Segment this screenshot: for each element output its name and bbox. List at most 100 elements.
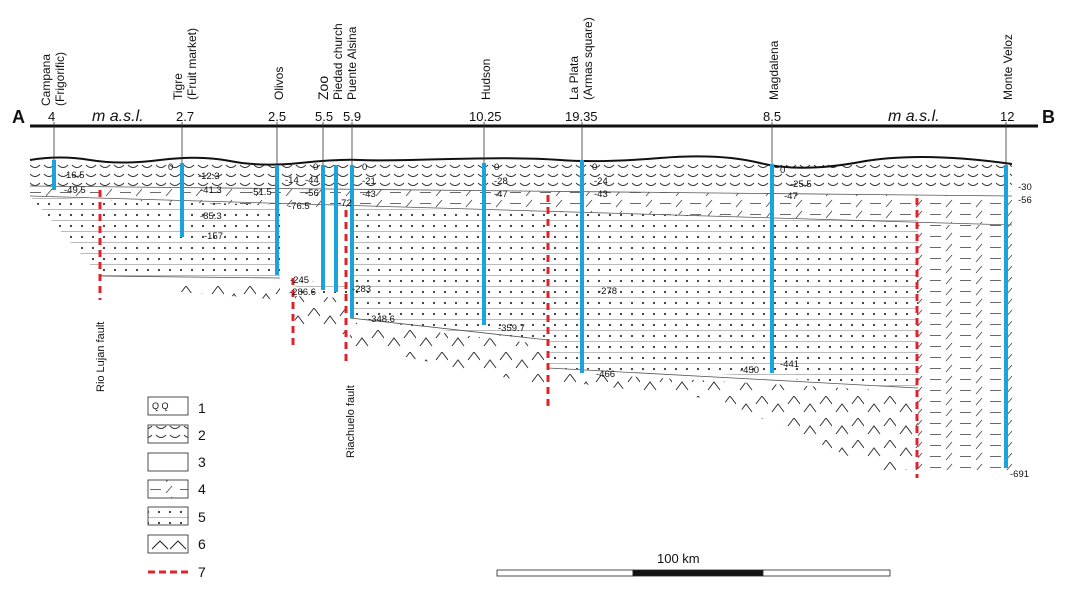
legend-num-5: 5 (198, 509, 206, 525)
section-end-b: B (1042, 107, 1055, 127)
site-name-campana: Campana (39, 54, 53, 106)
depth-campana-0: -49.5 (64, 185, 86, 196)
site-name-la-plata: La Plata (567, 56, 581, 100)
legend-num-1: 1 (198, 400, 206, 416)
depth-laplata-1: -43 (594, 189, 608, 200)
layer-6-olivos-fill (295, 296, 347, 335)
depth-puente-2: -283 (352, 284, 371, 295)
depth-magdalena-top: 0 (780, 165, 785, 176)
depth-olivos-2: -76.5 (288, 201, 310, 212)
depth-laplata-3: -466 (596, 369, 615, 380)
depth-monteveloz-0: -30 (1018, 182, 1032, 193)
depth-hudson-top: 0 (494, 162, 499, 173)
site-name2-campana: (Frigorific) (53, 52, 67, 106)
legend-swatch-4 (147, 479, 189, 499)
depth-olivos-1: -51.5 (250, 187, 272, 198)
scale-segment-1 (496, 569, 634, 577)
depth-laplata-top: 0 (592, 162, 597, 173)
depth-laplata-0: -24 (594, 176, 608, 187)
depth-puente-1: -43 (362, 189, 376, 200)
site-name-magdalena: Magdalena (767, 40, 781, 100)
layer-5-east-fill (548, 212, 918, 388)
site-name-monte-veloz: Monte Veloz (1001, 34, 1015, 100)
legend-num-6: 6 (198, 536, 206, 552)
site-name-piedad: Piedad church (331, 23, 345, 100)
depth-magdalena-2: -450 (740, 365, 759, 376)
site-ticks (53, 122, 1007, 165)
legend-swatch-6 (147, 534, 189, 554)
site-name-zoo: Zoo (315, 76, 331, 100)
depth-hudson-1: -47 (494, 189, 508, 200)
depth-tigre-0: -12.3 (198, 171, 220, 182)
elev-la-plata: 19.35 (565, 109, 598, 124)
scale-bar: 100 km (496, 551, 891, 577)
site-name-olivos: Olivos (272, 67, 286, 100)
depth-piedad-0: -72 (338, 198, 352, 209)
legend-num-7: 7 (198, 564, 206, 580)
depth-tigre-3: -157 (204, 231, 223, 242)
depth-zoo-0: -44 (305, 175, 319, 186)
scale-segment-3 (762, 569, 891, 577)
depth-hudson-0: -28 (494, 176, 508, 187)
site-name-puente-alsina: Puente Alsina (345, 26, 359, 100)
depth-tigre-top: 0 (168, 162, 173, 173)
legend-num-4: 4 (198, 481, 206, 497)
unit-label-right: m a.s.l. (888, 108, 940, 125)
depth-zoo-1: -56 (305, 188, 319, 199)
layer-4-deep-fill (918, 225, 1012, 470)
site-name2-tigre: (Fruit market) (185, 28, 199, 100)
elev-monte-veloz: 12 (1000, 109, 1014, 124)
legend-swatch-3 (147, 452, 189, 472)
scale-label: 100 km (657, 551, 700, 566)
depth-zoo-top: 0 (313, 162, 318, 173)
depth-monteveloz-1: -56 (1018, 195, 1032, 206)
legend-swatch-1-text: Q Q (152, 401, 169, 411)
depth-laplata-2: -278 (598, 286, 617, 297)
depth-labels: 16.5 -49.5 0 -12.3 -41.3 -85.3 -157 -14 … (64, 162, 1032, 480)
legend-swatch-1 (147, 396, 189, 416)
elev-olivos: 2.5 (268, 109, 286, 124)
depth-campana-top: 16.5 (66, 170, 85, 181)
depth-puente-top: 0 (362, 162, 367, 173)
contact-lines (29, 185, 1013, 389)
elev-tigre: 2.7 (176, 109, 194, 124)
site-name-hudson: Hudson (479, 59, 493, 100)
depth-olivos-0: -14 (285, 175, 299, 186)
wells-group (52, 160, 1008, 468)
layer-6-center-fill (350, 322, 548, 385)
depth-puente-3: -348.6 (368, 314, 395, 325)
site-name-tigre: Tigre (171, 73, 185, 100)
layer-6-west-fill (180, 280, 280, 300)
elev-magdalena: 8.5 (763, 109, 781, 124)
elev-puente-alsina: 5.9 (343, 109, 361, 124)
legend: Q Q 1 2 3 4 5 6 7 (147, 396, 206, 580)
elev-campana: 4 (48, 109, 55, 124)
legend-swatch-2 (147, 424, 189, 444)
depth-magdalena-3: -441 (780, 359, 799, 370)
depth-hudson-2: -359.7 (498, 323, 525, 334)
unit-label-left: m a.s.l. (92, 108, 144, 125)
legend-num-3: 3 (198, 454, 206, 470)
layer-5-center-fill (350, 208, 548, 340)
depth-tigre-2: -85.3 (200, 211, 222, 222)
depth-magdalena-1: -47 (784, 191, 798, 202)
legend-swatch-6-chevrons (151, 540, 187, 550)
section-end-a: A (12, 107, 25, 127)
faults-group (98, 190, 919, 478)
fault-label-rio-lujan: Rio Lujan fault (95, 322, 107, 392)
fault-label-riachuelo: Riachuelo fault (345, 385, 357, 458)
scale-segment-2 (632, 569, 764, 577)
elev-hudson: 10.25 (469, 109, 502, 124)
legend-swatch-5 (147, 506, 189, 526)
depth-puente-0: -21 (362, 176, 376, 187)
depth-olivos-3: -245 (290, 275, 309, 286)
legend-num-2: 2 (198, 427, 206, 443)
depth-magdalena-0: -25.5 (790, 179, 812, 190)
depth-tigre-1: -41.3 (200, 185, 222, 196)
depth-monteveloz-2: -691 (1010, 469, 1029, 480)
ground-surface-line (29, 155, 1013, 169)
site-name2-la-plata: (Armas square) (581, 17, 595, 100)
layer-6-east-fill (548, 372, 918, 470)
